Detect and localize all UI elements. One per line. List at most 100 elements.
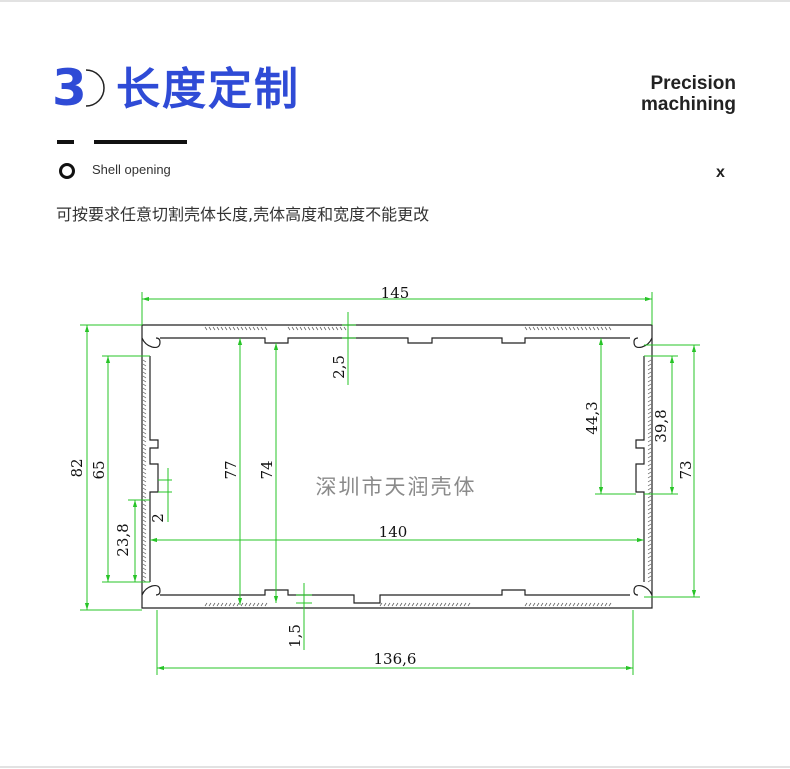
rib-line: [331, 326, 335, 331]
rib-line: [647, 367, 652, 371]
rib-line: [142, 399, 147, 403]
rib-line: [572, 602, 576, 607]
rib-line: [395, 602, 399, 607]
rib-line: [532, 326, 536, 331]
rib-line: [459, 602, 463, 607]
rib-line: [647, 459, 652, 463]
rib-line: [592, 602, 596, 607]
label-23-8: 23,8: [114, 523, 132, 556]
rib-line: [142, 563, 147, 567]
rib-line: [212, 326, 216, 331]
rib-line: [524, 602, 528, 607]
rib-line: [142, 531, 147, 535]
rib-line: [142, 459, 147, 463]
rib-line: [548, 326, 552, 331]
rib-line: [291, 326, 295, 331]
rib-line: [647, 487, 652, 491]
rib-line: [142, 495, 147, 499]
rib-line: [564, 326, 568, 331]
rib-line: [647, 411, 652, 415]
rib-line: [647, 479, 652, 483]
rib-line: [244, 602, 248, 607]
watermark-text: 深圳市天润壳体: [316, 475, 477, 499]
rib-line: [592, 326, 596, 331]
rib-line: [142, 507, 147, 511]
rib-line: [647, 363, 652, 367]
rib-line: [287, 326, 291, 331]
page-title: 长度定制: [116, 64, 300, 115]
rib-line: [323, 326, 327, 331]
rib-line: [142, 407, 147, 411]
rib-line: [142, 403, 147, 407]
rib-line: [647, 507, 652, 511]
rib-line: [208, 326, 212, 331]
rib-line: [564, 602, 568, 607]
rib-line: [443, 602, 447, 607]
label-73: 73: [677, 460, 695, 479]
rib-line: [423, 602, 427, 607]
corner-hook-bottom-left: [141, 584, 161, 596]
rib-line: [604, 326, 608, 331]
rib-line: [588, 602, 592, 607]
rib-line: [256, 602, 260, 607]
rib-line: [647, 391, 652, 395]
rib-line: [647, 519, 652, 523]
subtitle-line-1: Precision: [650, 73, 736, 94]
rib-line: [236, 602, 240, 607]
rib-line: [142, 487, 147, 491]
rib-line: [319, 326, 323, 331]
close-icon[interactable]: x: [716, 164, 725, 181]
rib-line: [142, 559, 147, 563]
rib-line: [142, 383, 147, 387]
rib-line: [260, 326, 264, 331]
step-arc-icon: [85, 69, 105, 107]
rib-line: [568, 602, 572, 607]
rib-line: [580, 602, 584, 607]
rib-line: [435, 602, 439, 607]
rib-line: [647, 575, 652, 579]
rib-line: [142, 411, 147, 415]
rib-line: [387, 602, 391, 607]
label-82: 82: [68, 458, 86, 477]
rib-line: [647, 431, 652, 435]
right-inner-wall: [635, 356, 645, 582]
rib-line: [248, 602, 252, 607]
rib-line: [260, 602, 264, 607]
rib-line: [588, 326, 592, 331]
rib-line: [647, 495, 652, 499]
circle-bullet-icon: [59, 163, 75, 179]
rib-line: [142, 391, 147, 395]
rib-line: [383, 602, 387, 607]
label-44-3: 44,3: [583, 401, 601, 434]
rib-line: [528, 602, 532, 607]
rib-line: [303, 326, 307, 331]
rib-line: [584, 602, 588, 607]
corner-hook-bottom-right: [633, 584, 653, 596]
rib-line: [142, 359, 147, 363]
rib-line: [576, 602, 580, 607]
rib-line: [391, 602, 395, 607]
rib-line: [647, 371, 652, 375]
rib-line: [556, 602, 560, 607]
rib-line: [142, 519, 147, 523]
description-text: 可按要求任意切割壳体长度,壳体高度和宽度不能更改: [56, 205, 430, 224]
rib-line: [142, 387, 147, 391]
rib-line: [142, 375, 147, 379]
rib-line: [142, 571, 147, 575]
rib-line: [647, 483, 652, 487]
rib-line: [447, 602, 451, 607]
short-divider: [57, 140, 74, 144]
rib-line: [647, 383, 652, 387]
rib-line: [240, 326, 244, 331]
rib-line: [299, 326, 303, 331]
label-140: 140: [379, 523, 408, 541]
rib-line: [647, 475, 652, 479]
rib-line: [407, 602, 411, 607]
rib-line: [142, 447, 147, 451]
rib-line: [647, 555, 652, 559]
rib-line: [335, 326, 339, 331]
rib-line: [142, 379, 147, 383]
label-77: 77: [222, 460, 240, 479]
rib-line: [647, 419, 652, 423]
